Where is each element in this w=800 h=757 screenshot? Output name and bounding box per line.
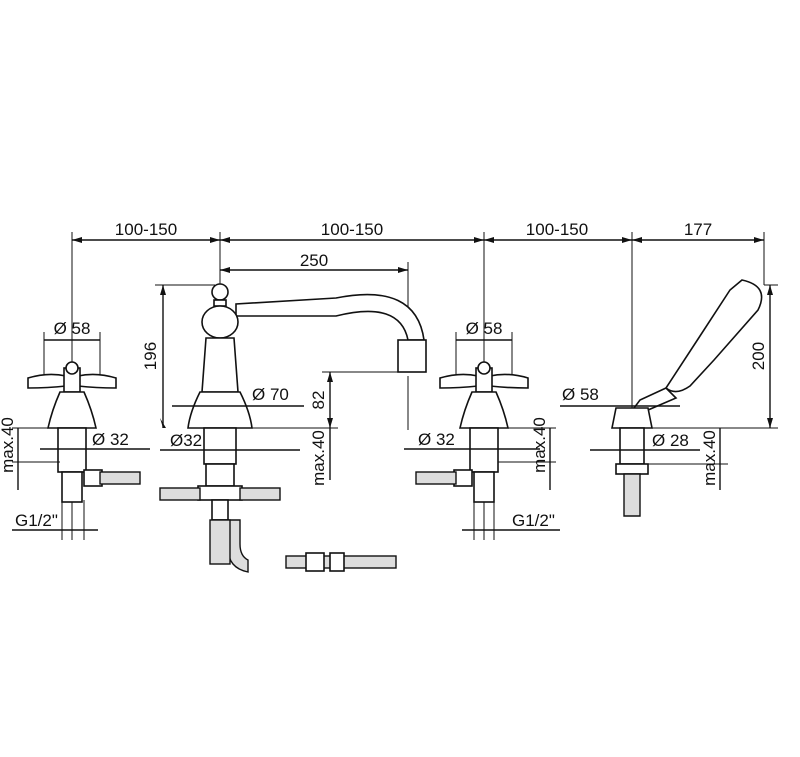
hs-shank-dia-label: Ø 28 — [652, 431, 689, 450]
left-shank-dia-label: Ø 32 — [92, 430, 129, 449]
right-max-label: max.40 — [530, 417, 549, 473]
top-dimension-chain: 100-150 100-150 100-150 177 — [71, 220, 765, 420]
left-max-label: max.40 — [0, 417, 17, 473]
spacing-1-label: 100-150 — [115, 220, 177, 239]
left-handle-dia-label: Ø 58 — [54, 319, 91, 338]
right-shank-dia-label: Ø 32 — [418, 430, 455, 449]
spacing-3-label: 100-150 — [526, 220, 588, 239]
spacing-2-label: 100-150 — [321, 220, 383, 239]
spout-shank-dia-label: Ø32 — [170, 431, 202, 450]
handshower-offset-label: 177 — [684, 220, 712, 239]
left-thread-label: G1/2" — [15, 511, 58, 530]
left-valve: Ø 58 Ø 32 max.40 G1/2" — [0, 319, 150, 540]
right-valve: Ø 58 Ø 32 max.40 G1/2" — [404, 319, 560, 540]
spout-reach-label: 250 — [300, 251, 328, 270]
hs-max-label: max.40 — [700, 430, 719, 486]
handshower: 200 Ø 58 Ø 28 max.40 — [560, 279, 778, 517]
spout-clearance-label: 82 — [309, 391, 328, 410]
spout-height-dimension: 196 — [141, 284, 215, 428]
spout-height-label: 196 — [141, 342, 160, 370]
hs-base-dia-label: Ø 58 — [562, 385, 599, 404]
center-spout: Ø 70 Ø32 82 max.40 — [159, 283, 427, 573]
spout-base-dia-label: Ø 70 — [252, 385, 289, 404]
spout-max-label: max.40 — [309, 430, 328, 486]
right-thread-label: G1/2" — [512, 511, 555, 530]
right-handle-dia-label: Ø 58 — [466, 319, 503, 338]
handshower-height-label: 200 — [749, 342, 768, 370]
loose-hose — [285, 552, 397, 572]
spout-reach-dimension: 250 — [220, 251, 409, 330]
